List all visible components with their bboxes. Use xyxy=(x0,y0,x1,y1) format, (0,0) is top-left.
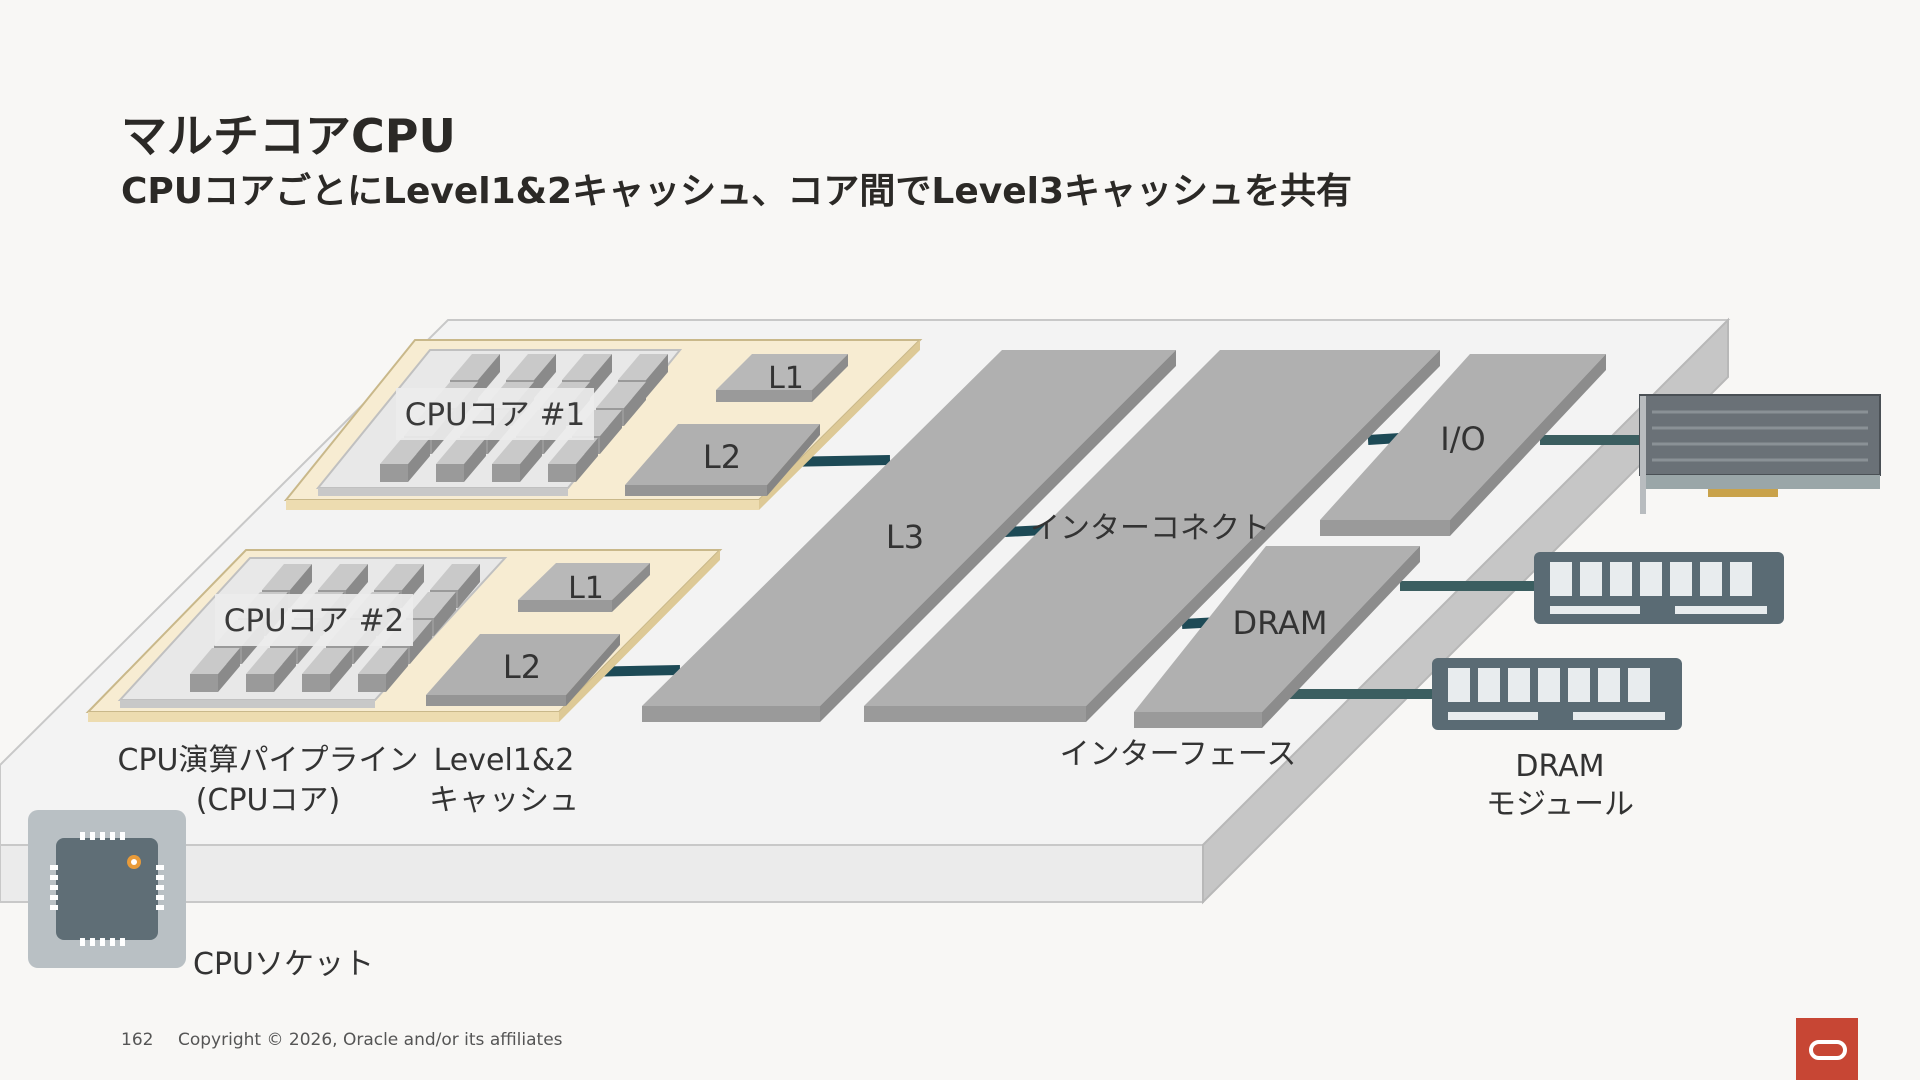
l3-label: L3 xyxy=(886,518,924,556)
l1-cache-core1: L1 xyxy=(716,354,848,402)
caption-pipeline-line2: (CPUコア) xyxy=(196,783,340,818)
dram-module-1 xyxy=(1534,552,1784,624)
io-block: I/O xyxy=(1320,354,1606,536)
l2-cache-core2: L2 xyxy=(426,634,620,706)
l1-label-core1: L1 xyxy=(768,361,804,396)
pcie-card xyxy=(1639,394,1881,514)
l2-cache-core1: L2 xyxy=(625,424,820,496)
caption-cache-line1: Level1&2 xyxy=(434,743,575,778)
caption-pipeline-line1: CPU演算パイプライン xyxy=(118,743,419,778)
interconnect-bus: インターコネクト xyxy=(864,350,1440,722)
l1-cache-core2: L1 xyxy=(518,563,650,612)
core2-label: CPUコア #2 xyxy=(224,603,405,639)
l2-label-core2: L2 xyxy=(503,648,541,686)
oracle-logo xyxy=(1796,1018,1858,1080)
cpu-socket-icon xyxy=(28,810,186,968)
dram-module-2 xyxy=(1432,658,1682,730)
slide-subtitle: CPUコアごとにLevel1&2キャッシュ、コア間でLevel3キャッシュを共有 xyxy=(121,171,1353,212)
l1-label-core2: L1 xyxy=(568,571,604,606)
caption-dram-module-line1: DRAM xyxy=(1515,749,1604,784)
page-number: 162 xyxy=(121,1030,154,1050)
l3-cache: L3 xyxy=(642,350,1176,722)
copyright-text: Copyright © 2026, Oracle and/or its affi… xyxy=(178,1030,563,1050)
caption-socket: CPUソケット xyxy=(193,947,374,982)
caption-cache-line2: キャッシュ xyxy=(429,783,579,818)
caption-dram-module-line2: モジュール xyxy=(1486,787,1634,822)
interconnect-label: インターコネクト xyxy=(1030,511,1270,546)
io-label: I/O xyxy=(1440,420,1485,458)
dram-interface-block: DRAM xyxy=(1134,546,1420,728)
caption-interface: インターフェース xyxy=(1060,737,1297,772)
slide-title: マルチコアCPU xyxy=(121,109,456,163)
oracle-logo-ring-icon xyxy=(1809,1040,1847,1060)
external-connectors xyxy=(1288,435,1650,699)
l2-label-core1: L2 xyxy=(703,438,741,476)
dram-interface-label: DRAM xyxy=(1232,604,1327,642)
core1-label: CPUコア #1 xyxy=(405,397,586,433)
